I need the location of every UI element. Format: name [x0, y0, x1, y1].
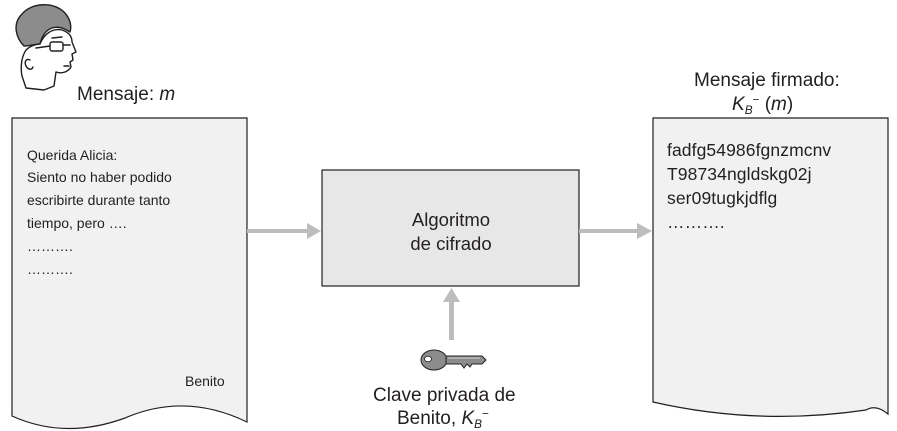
signed-symbol: K [732, 94, 745, 115]
algorithm-label-line2: de cifrado [410, 233, 492, 254]
arrow-letter-to-algorithm [247, 223, 321, 239]
signed-title: Mensaje firmado: [694, 70, 840, 91]
algorithm-label-line1: Algoritmo [411, 209, 491, 230]
signed-arg: m [771, 94, 787, 115]
key-superscript: − [481, 407, 489, 421]
signed-superscript: − [752, 93, 760, 107]
signed-line: ………. [667, 212, 725, 232]
signed-line: ser09tugkjdflg [667, 188, 778, 208]
letter-signature: Benito [185, 373, 225, 389]
letter-line: escribirte durante tanto [27, 192, 171, 208]
man-with-glasses-icon [15, 4, 77, 91]
signed-line: T98734ngldskg02j [667, 164, 812, 184]
key-icon [420, 349, 487, 371]
key-symbol: K [461, 408, 475, 429]
signed-paren-open: ( [759, 94, 772, 115]
sender-message-label: Mensaje: m [77, 85, 175, 104]
signed-document [652, 117, 889, 417]
key-caption-line1: Clave privada de [373, 385, 516, 406]
signed-line: fadfg54986fgnzmcnv [667, 140, 832, 160]
signed-paren-close: ) [786, 94, 794, 115]
arrow-key-to-algorithm [443, 288, 460, 340]
letter-line: Siento no haber podido [27, 169, 172, 185]
letter-line: tiempo, pero …. [27, 215, 127, 231]
arrow-algorithm-to-signed [579, 223, 652, 239]
letter-document [11, 117, 248, 430]
key-owner: Benito, [397, 408, 462, 429]
signed-subscript: B [744, 104, 753, 118]
sender-message-prefix: Mensaje: [77, 84, 160, 105]
signed-formula: KB− (m) [732, 93, 794, 118]
key-subscript: B [474, 418, 482, 431]
algorithm-box [321, 169, 580, 287]
letter-line: ………. [27, 261, 73, 277]
sender-message-var: m [159, 84, 176, 105]
letter-line: ………. [27, 238, 73, 254]
key-caption-line2: Benito, KB− [397, 407, 489, 431]
letter-line: Querida Alicia: [27, 147, 118, 163]
